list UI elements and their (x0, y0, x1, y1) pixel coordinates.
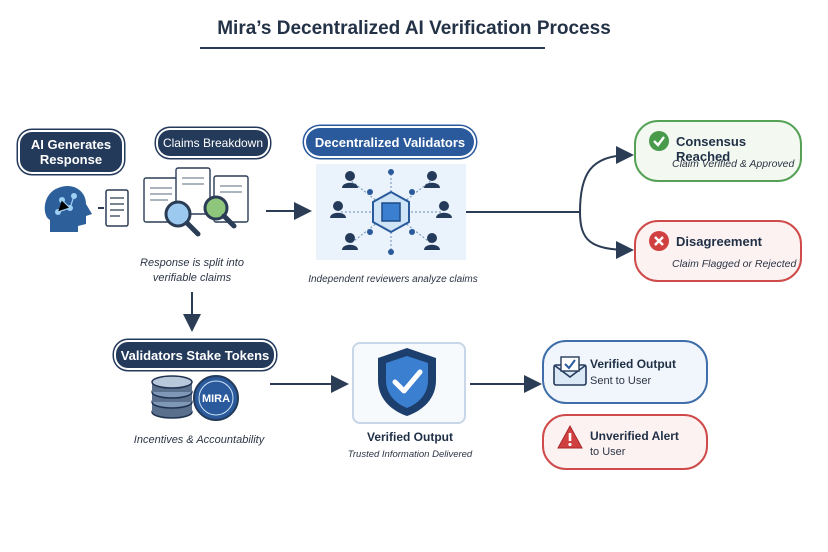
shield-check-icon (378, 348, 436, 416)
ai-generates-label: AI Generates Response (20, 132, 122, 172)
envelope-check-icon (553, 356, 587, 386)
title-underline (200, 47, 545, 49)
disagreement-title: Disagreement (676, 234, 762, 249)
claims-breakdown-label: Claims Breakdown (158, 130, 268, 156)
warning-triangle-icon (557, 424, 583, 449)
breakdown-caption: Response is split into verifiable claims (140, 257, 244, 284)
verified-sent-subtitle: Sent to User (590, 375, 652, 387)
consensus-title: Consensus Reached (676, 134, 747, 164)
verified-output-label: Verified Output (366, 430, 453, 444)
unverified-alert-title: Unverified Alert (590, 429, 679, 443)
stake-tokens-label: Validators Stake Tokens (116, 342, 274, 368)
consensus-card: Consensus Reached Claim Verified & Appro… (634, 120, 802, 182)
verified-sent-card: Verified Output Sent to User (542, 340, 708, 404)
claims-documents-icon (143, 167, 249, 237)
consensus-subtitle: Claim Verified & Approved (672, 158, 795, 170)
mira-token-text: MIRA (202, 393, 230, 405)
validators-caption: Independent reviewers analyze claims (308, 274, 478, 285)
verified-output-caption: Trusted Information Delivered (347, 449, 473, 460)
disagreement-card: Disagreement Claim Flagged or Rejected (634, 220, 802, 282)
arrow-to-consensus (579, 146, 634, 213)
diagram-title: Mira’s Decentralized AI Verification Pro… (217, 18, 611, 39)
unverified-alert-subtitle: to User (590, 446, 626, 458)
check-circle-icon (649, 131, 669, 151)
validators-label: Decentralized Validators (306, 128, 474, 156)
x-circle-icon (649, 231, 669, 251)
stake-caption: Incentives & Accountability (133, 434, 265, 446)
disagreement-subtitle: Claim Flagged or Rejected (672, 258, 797, 270)
ai-head-icon (44, 185, 129, 232)
verified-sent-title: Verified Output (590, 357, 677, 371)
unverified-alert-card: Unverified Alert to User (542, 414, 708, 470)
validator-network-icon (316, 164, 466, 260)
arrow-to-disagreement (579, 211, 634, 259)
token-stack-icon: MIRA (151, 375, 239, 421)
